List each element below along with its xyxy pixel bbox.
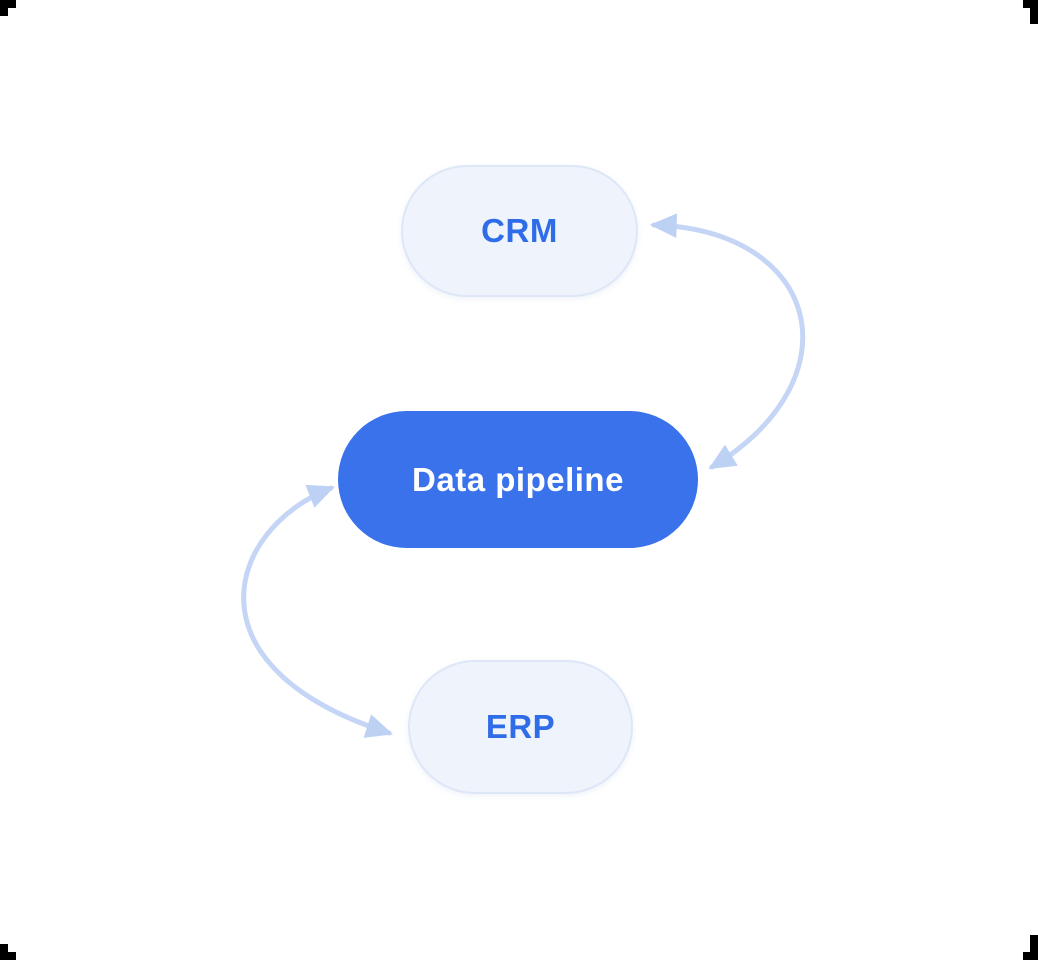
crop-mark-bottom-left — [0, 944, 16, 960]
node-crm-label: CRM — [481, 212, 558, 249]
crop-mark-top-right — [1023, 0, 1038, 24]
node-crm: CRM — [401, 165, 638, 297]
node-data-pipeline-label: Data pipeline — [412, 460, 624, 498]
crop-mark-bottom-right — [1023, 935, 1038, 960]
node-erp: ERP — [408, 660, 633, 794]
node-data-pipeline: Data pipeline — [338, 411, 698, 548]
crop-mark-top-left — [0, 0, 16, 16]
node-erp-label: ERP — [485, 708, 556, 745]
